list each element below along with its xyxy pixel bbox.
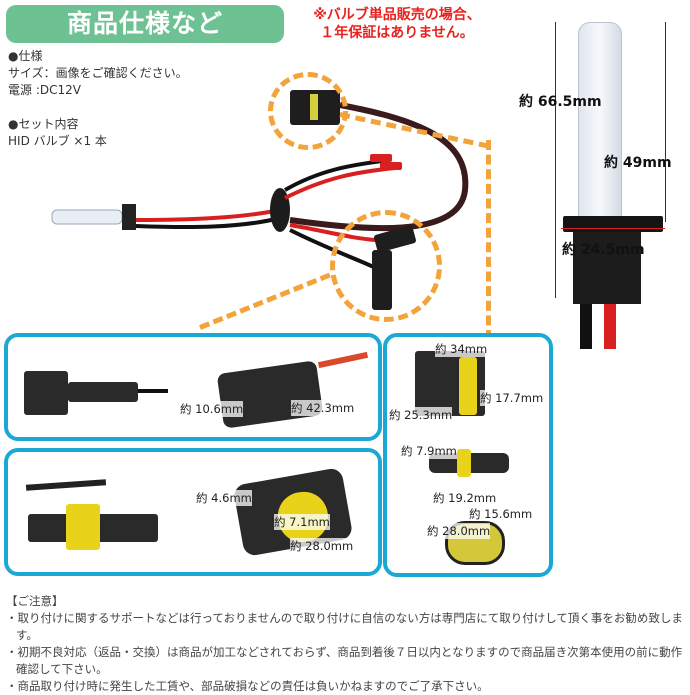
spec-heading: ●仕様 bbox=[8, 49, 43, 63]
spec-power: 電源 :DC12V bbox=[8, 83, 81, 97]
connector-wire bbox=[138, 389, 168, 393]
dim-bulb-glass: 約 49mm bbox=[604, 155, 672, 171]
connector-panel-2pin-male: 約 10.6mm 約 42.3mm bbox=[4, 333, 382, 441]
bulb-wire-red bbox=[604, 304, 616, 349]
callout-line-vertical bbox=[486, 140, 491, 340]
spec-block: ●仕様 サイズ：画像をご確認ください。 電源 :DC12V ●セット内容 HID… bbox=[8, 48, 188, 150]
dim-bulb-base: 約 24.5mm bbox=[562, 242, 645, 258]
dim-bulb-total: 約 66.5mm bbox=[519, 94, 602, 110]
dim-28-0: 約 28.0mm bbox=[427, 523, 491, 539]
dim-opening: 約 10.6mm bbox=[180, 401, 244, 417]
connector-side-view bbox=[24, 371, 68, 415]
connector-seal bbox=[459, 357, 477, 415]
dim-15-6: 約 15.6mm bbox=[469, 506, 533, 522]
callout-circle-top bbox=[268, 72, 348, 150]
page-title: 商品仕様など bbox=[6, 5, 284, 43]
dim-depth: 約 25.3mm bbox=[389, 407, 453, 423]
dim-28-0-left: 約 28.0mm bbox=[290, 538, 354, 554]
connector-1pin-seal bbox=[457, 449, 471, 477]
bulb-glass bbox=[578, 22, 622, 222]
spec-size: サイズ：画像をご確認ください。 bbox=[8, 66, 188, 80]
connector-panel-right: 約 34mm 約 17.7mm 約 25.3mm 約 7.9mm 約 19.2m… bbox=[383, 333, 553, 577]
bulb-wire-black bbox=[580, 304, 592, 349]
dim-line-base bbox=[561, 228, 665, 229]
connector-angle-view bbox=[216, 360, 324, 429]
connector-seal-1pin bbox=[66, 504, 100, 550]
dim-line-glass bbox=[665, 22, 667, 222]
notice-heading: 【ご注意】 bbox=[6, 594, 64, 608]
dim-height: 約 17.7mm bbox=[480, 390, 544, 406]
connector-panel-1pin: 約 4.6mm 約 7.1mm 約 28.0mm bbox=[4, 448, 382, 576]
warranty-warning: ※バルブ単品販売の場合、 １年保証はありません。 bbox=[292, 6, 502, 42]
dim-length: 約 42.3mm bbox=[291, 400, 355, 416]
set-contents-heading: ●セット内容 bbox=[8, 117, 79, 131]
notice-item: ・取り付けに関するサポートなどは行っておりませんので取り付けに自信のない方は専門… bbox=[6, 611, 683, 642]
callout-circle-bottom bbox=[330, 210, 442, 322]
bulb-base-flange bbox=[563, 216, 663, 232]
dim-width: 約 34mm bbox=[435, 341, 488, 357]
connector-latch bbox=[25, 479, 107, 491]
connector-angle-wire bbox=[317, 351, 369, 369]
dim-4-6: 約 4.6mm bbox=[196, 490, 252, 506]
set-contents: HID バルブ ×1 本 bbox=[8, 134, 107, 148]
dim-19-2: 約 19.2mm bbox=[433, 490, 497, 506]
notice-item: ・初期不良対応（返品・交換）は商品が加工などされておらず、商品到着後７日以内とな… bbox=[6, 645, 683, 676]
dim-7-9: 約 7.9mm bbox=[401, 443, 457, 459]
connector-side-body bbox=[68, 382, 138, 402]
notice-block: 【ご注意】 ・取り付けに関するサポートなどは行っておりませんので取り付けに自信の… bbox=[6, 593, 690, 695]
notice-item: ・商品取り付け時に発生した工賃や、部品破損などの責任は負いかねますのでご了承下さ… bbox=[6, 679, 489, 693]
bulb-base bbox=[573, 232, 641, 304]
dim-line-total bbox=[555, 22, 557, 298]
warning-line-1: ※バルブ単品販売の場合、 bbox=[313, 7, 481, 23]
warning-line-2: １年保証はありません。 bbox=[320, 25, 474, 41]
dim-7-1: 約 7.1mm bbox=[274, 514, 330, 530]
